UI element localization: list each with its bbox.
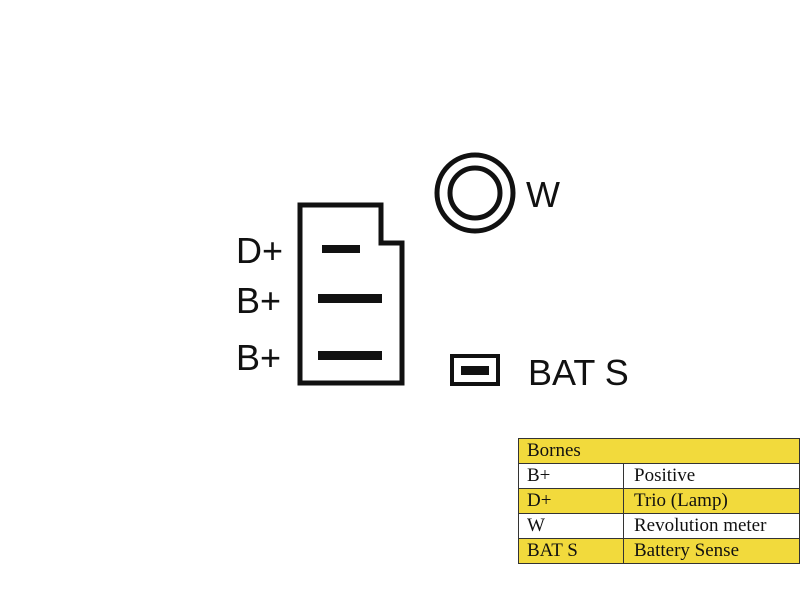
legend-meaning: Positive	[623, 463, 800, 489]
legend-meaning: Battery Sense	[623, 538, 800, 564]
pin-label-d-plus: D+	[236, 230, 283, 271]
table-row: BAT S Battery Sense	[518, 538, 800, 564]
pin-b-plus-1	[318, 294, 382, 303]
legend-table: Bornes B+ Positive D+ Trio (Lamp) W Revo…	[518, 438, 800, 564]
legend-meaning: Trio (Lamp)	[623, 488, 800, 514]
legend-meaning: Revolution meter	[623, 513, 800, 539]
table-row: B+ Positive	[518, 463, 800, 489]
legend-title: Bornes	[518, 438, 800, 464]
legend-code: B+	[518, 463, 624, 489]
legend-code: BAT S	[518, 538, 624, 564]
bat-s-terminal-icon	[450, 354, 500, 386]
w-terminal-label: W	[526, 174, 560, 215]
pin-label-b-plus-2: B+	[236, 337, 281, 378]
pin-b-plus-2	[318, 351, 382, 360]
legend-header-row: Bornes	[518, 438, 800, 464]
connector-housing	[297, 202, 405, 386]
legend-code: W	[518, 513, 624, 539]
bat-s-terminal-label: BAT S	[528, 352, 629, 393]
w-terminal-ring-icon	[434, 152, 516, 234]
legend-code: D+	[518, 488, 624, 514]
pin-label-b-plus-1: B+	[236, 280, 281, 321]
table-row: W Revolution meter	[518, 513, 800, 539]
table-row: D+ Trio (Lamp)	[518, 488, 800, 514]
pin-d-plus	[322, 245, 360, 253]
